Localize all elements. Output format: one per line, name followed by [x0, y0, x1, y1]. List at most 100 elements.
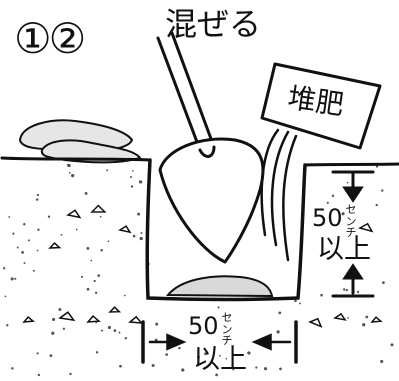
- depth-unit: センチ: [345, 203, 357, 240]
- compost-pile: [165, 275, 274, 298]
- soil-dot: [279, 367, 282, 371]
- soil-dot: [14, 277, 17, 280]
- soil-dot: [362, 323, 366, 327]
- soil-dot: [49, 354, 53, 357]
- soil-dot: [365, 315, 369, 319]
- soil-dot: [178, 346, 181, 350]
- soil-dot: [382, 281, 385, 284]
- soil-dot: [123, 294, 126, 297]
- mix-label: 混ぜる: [165, 5, 262, 43]
- soil-dot: [71, 173, 75, 178]
- soil-dot: [331, 194, 335, 198]
- soil-dot: [36, 352, 39, 355]
- soil-dot: [93, 279, 96, 283]
- compost-label: 堆肥: [285, 81, 346, 122]
- soil-dot: [381, 189, 384, 192]
- soil-dot: [60, 233, 63, 236]
- soil-dot: [347, 317, 349, 319]
- width-qualifier: 以上: [193, 344, 247, 375]
- soil-chip: [58, 311, 76, 322]
- compost-bag-icon: [260, 62, 382, 150]
- soil-dot: [165, 353, 169, 356]
- soil-dot: [47, 215, 51, 218]
- soil-dot: [37, 373, 41, 377]
- soil-chip: [333, 312, 347, 321]
- soil-dot: [118, 331, 121, 334]
- soil-dot: [130, 185, 134, 188]
- soil-dot: [218, 354, 221, 357]
- soil-dot: [375, 203, 378, 207]
- soil-dot: [12, 232, 15, 235]
- arrow-left-icon: [251, 333, 272, 351]
- width-value: 50: [188, 312, 219, 340]
- soil-chip: [370, 316, 383, 323]
- compost-falling: [260, 128, 298, 262]
- shovel-icon: [156, 31, 265, 264]
- soil-dot: [232, 368, 235, 371]
- soil-dot: [68, 172, 71, 174]
- soil-dot: [99, 215, 102, 218]
- soil-dot: [4, 295, 7, 298]
- soil-dot: [23, 223, 26, 226]
- soil-dot: [67, 164, 71, 168]
- ground-surface: [0, 156, 399, 167]
- soil-dot: [155, 322, 159, 326]
- soil-dot: [380, 359, 384, 364]
- soil-chip: [48, 241, 62, 249]
- soil-chip: [358, 222, 374, 233]
- soil-dot: [390, 343, 394, 347]
- soil-chip: [108, 306, 122, 313]
- soil-dot: [52, 317, 56, 321]
- soil-dot: [69, 372, 72, 376]
- soil-dot: [132, 169, 134, 172]
- soil-dot: [94, 291, 98, 294]
- soil-chip: [86, 315, 101, 323]
- soil-dot: [132, 234, 136, 238]
- soil-dot: [2, 267, 6, 270]
- soil-dot: [80, 275, 84, 278]
- depth-qualifier: 以上: [317, 234, 371, 265]
- stones: [18, 119, 142, 164]
- soil-dot: [106, 169, 109, 172]
- soil-dot: [263, 367, 268, 371]
- soil-dot: [119, 364, 122, 368]
- soil-dot: [35, 198, 39, 201]
- soil-dot: [204, 352, 207, 356]
- soil-chip: [118, 225, 132, 234]
- soil-dot: [215, 373, 218, 377]
- arrow-down-icon: [342, 186, 364, 203]
- soil-dot: [151, 363, 155, 368]
- soil-dot: [36, 193, 40, 197]
- soil-chip: [128, 315, 144, 324]
- soil-dot: [62, 327, 66, 330]
- soil-dot: [181, 368, 185, 372]
- soil-dot: [276, 330, 280, 334]
- soil-dot: [75, 228, 78, 231]
- soil-chip: [66, 209, 82, 219]
- soil-dot: [294, 299, 297, 303]
- soil-dot: [320, 293, 323, 297]
- soil-dot: [90, 259, 93, 262]
- soil-dot: [107, 325, 111, 330]
- soil-dot: [356, 290, 360, 294]
- soil-dot: [37, 228, 40, 231]
- soil-dot: [21, 250, 25, 254]
- soil-dot: [129, 175, 133, 179]
- arrow-right-icon: [166, 333, 187, 351]
- soil-dot: [209, 364, 211, 366]
- soil-dot: [27, 239, 31, 242]
- soil-chip: [90, 204, 107, 213]
- planting-hole: [145, 158, 307, 302]
- arrow-up-icon: [342, 263, 364, 280]
- soil-dot: [32, 269, 35, 272]
- soil-dot: [100, 248, 103, 252]
- soil-dot: [36, 249, 39, 252]
- soil-dot: [140, 232, 143, 234]
- soil-dot: [23, 262, 26, 265]
- soil-dot: [342, 288, 346, 291]
- soil-dot: [255, 366, 258, 369]
- depth-value: 50: [312, 204, 343, 232]
- soil-dot: [278, 311, 282, 315]
- soil-dot: [95, 351, 99, 354]
